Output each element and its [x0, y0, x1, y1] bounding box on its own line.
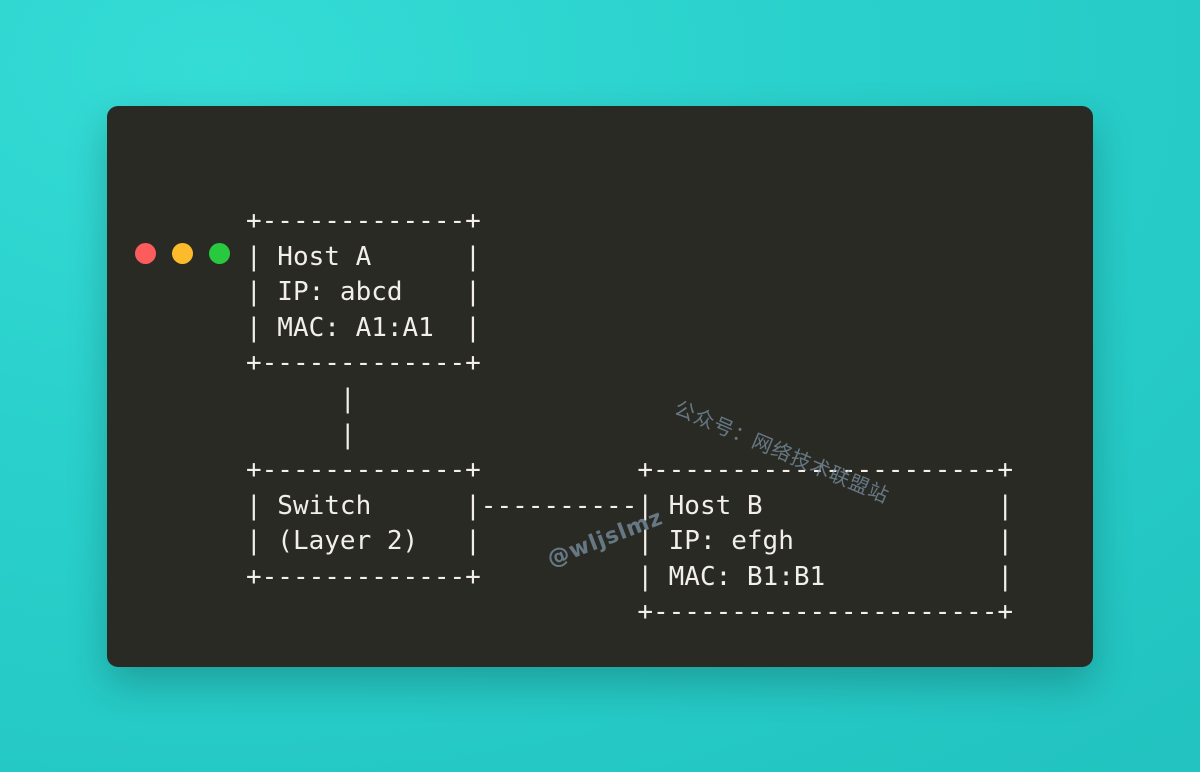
- window-maximize-button[interactable]: [209, 243, 230, 264]
- terminal-window: +-------------+ | Host A | | IP: abcd | …: [107, 106, 1093, 667]
- ascii-bottom-row-switch-and-host-b: +-------------+ +----------------------+…: [246, 455, 1014, 628]
- ascii-box-host-a: +-------------+ | Host A | | IP: abcd | …: [246, 206, 481, 379]
- ascii-diagram-canvas: +-------------+ | Host A | | IP: abcd | …: [107, 106, 1093, 667]
- ascii-connector-host-a-to-switch: | |: [339, 384, 356, 450]
- window-minimize-button[interactable]: [172, 243, 193, 264]
- window-close-button[interactable]: [135, 243, 156, 264]
